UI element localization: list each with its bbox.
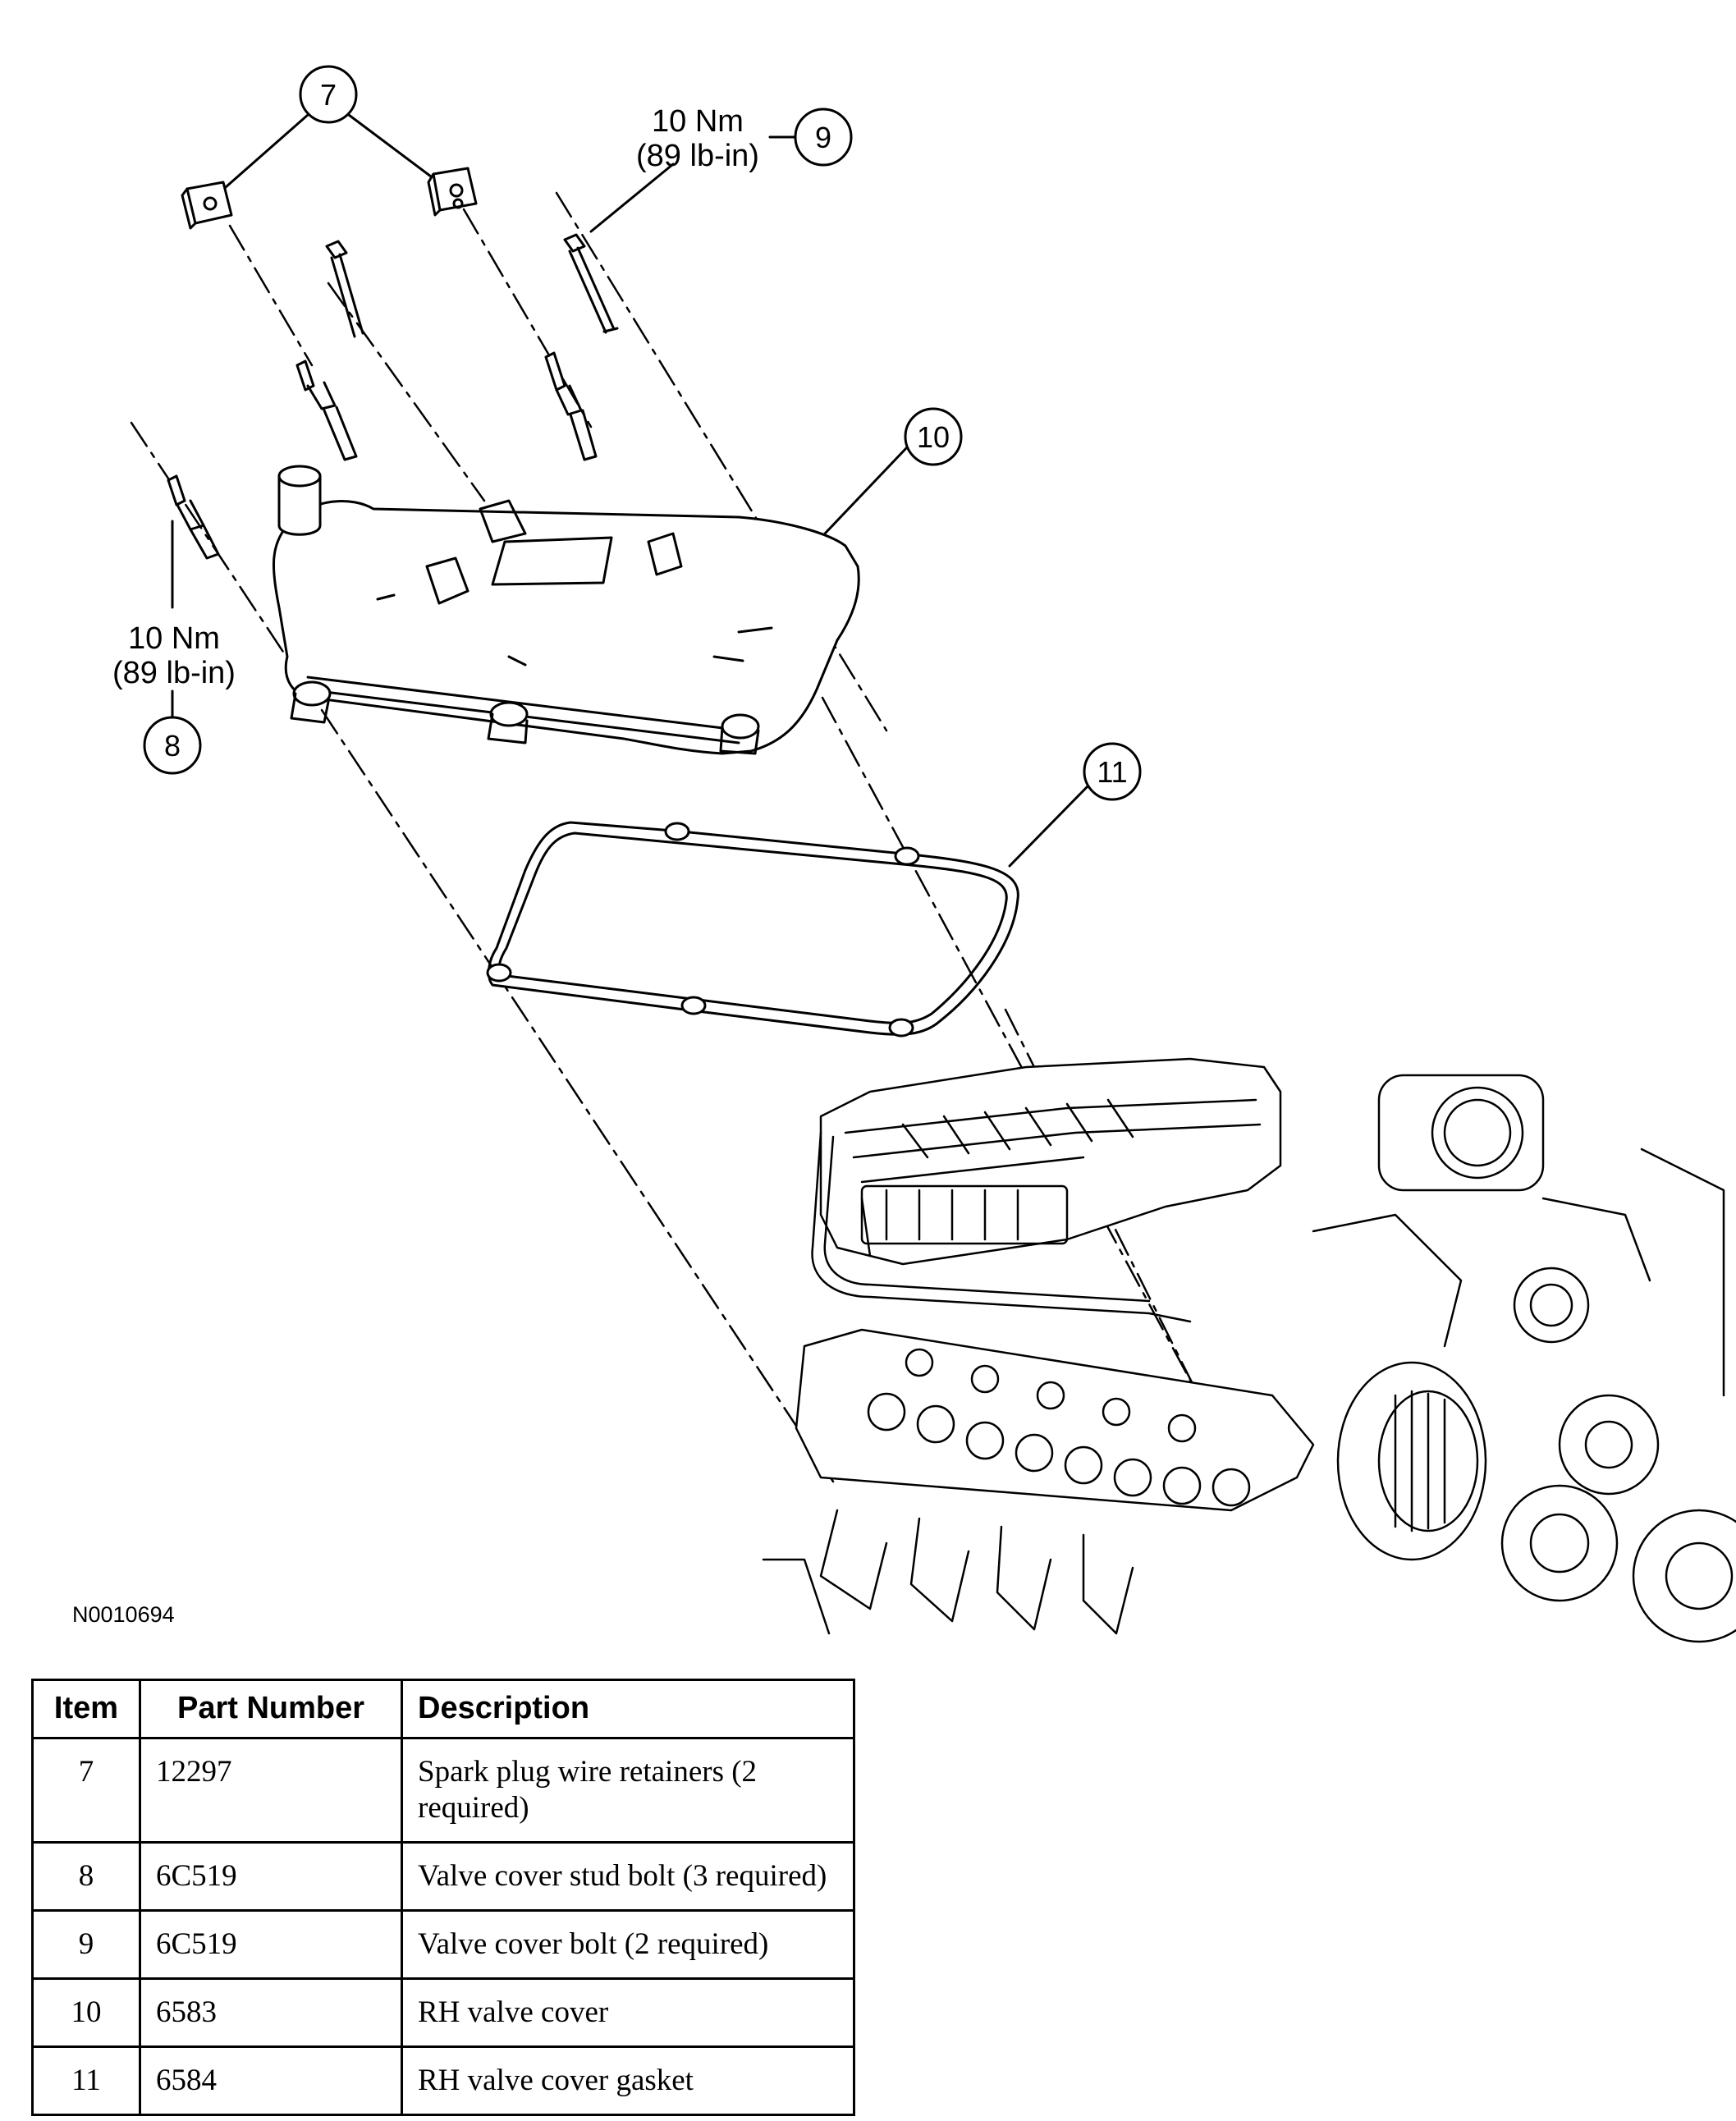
callout-8: 8 10 Nm (89 lb-in) [112, 520, 236, 775]
item-cell: 9 [31, 1909, 141, 1980]
callout-10-number: 10 [917, 420, 950, 454]
item-cell: 7 [31, 1737, 141, 1844]
description-cell: RH valve cover gasket [401, 2045, 855, 2116]
callout-7-number: 7 [320, 78, 337, 112]
callout-8-torque-nm: 10 Nm [128, 621, 220, 656]
table-row: 10 6583 RH valve cover [31, 1977, 855, 2048]
part-number-cell: 6583 [139, 1977, 403, 2048]
valve-cover-stud-bolt-3 [167, 474, 220, 560]
callout-7: 7 [224, 65, 433, 189]
description-cell: Spark plug wire retainers (2 required) [401, 1737, 855, 1844]
callout-9: 9 10 Nm (89 lb-in) [589, 104, 853, 233]
callout-8-number: 8 [164, 729, 181, 763]
callout-11: 11 [1008, 742, 1142, 868]
valve-cover-bolt-9-right [563, 233, 619, 334]
callout-9-number: 9 [815, 121, 831, 154]
callout-9-torque-nm: 10 Nm [652, 104, 744, 139]
table-header-row: Item Part Number Description [31, 1679, 855, 1739]
callout-11-number: 11 [1097, 755, 1127, 789]
spark-plug-wire-retainer-left [181, 181, 233, 230]
figure-reference-code: N0010694 [72, 1602, 175, 1627]
table-row: 8 6C519 Valve cover stud bolt (3 require… [31, 1841, 855, 1912]
item-cell: 11 [31, 2045, 141, 2116]
engine-assembly [762, 1057, 1736, 1643]
valve-cover-bolt-9-left [325, 240, 364, 338]
rh-valve-cover-gasket [486, 821, 1019, 1038]
exploded-view-diagram: 7 9 10 Nm (89 lb-in) 10 11 8 [112, 65, 1736, 1643]
part-number-cell: 6584 [139, 2045, 403, 2116]
column-header-description: Description [401, 1679, 855, 1739]
table-row: 9 6C519 Valve cover bolt (2 required) [31, 1909, 855, 1980]
assembly-lines [130, 191, 1200, 1483]
callout-10: 10 [823, 407, 963, 535]
table-row: 11 6584 RH valve cover gasket [31, 2045, 855, 2116]
description-cell: RH valve cover [401, 1977, 855, 2048]
rh-valve-cover [273, 465, 860, 755]
part-number-cell: 6C519 [139, 1909, 403, 1980]
valve-cover-stud-bolt-1 [295, 360, 358, 461]
spark-plug-wire-retainer-right [427, 167, 478, 217]
table-row: 7 12297 Spark plug wire retainers (2 req… [31, 1737, 855, 1844]
description-cell: Valve cover bolt (2 required) [401, 1909, 855, 1980]
valve-cover-stud-bolt-2 [544, 351, 598, 461]
part-number-cell: 6C519 [139, 1841, 403, 1912]
part-number-cell: 12297 [139, 1737, 403, 1844]
item-cell: 8 [31, 1841, 141, 1912]
callout-9-torque-lbin: (89 lb-in) [636, 139, 759, 173]
column-header-part-number: Part Number [139, 1679, 403, 1739]
callout-8-torque-lbin: (89 lb-in) [112, 656, 236, 690]
column-header-item: Item [31, 1679, 141, 1739]
parts-table: Item Part Number Description 7 12297 Spa… [31, 1679, 855, 2116]
description-cell: Valve cover stud bolt (3 required) [401, 1841, 855, 1912]
item-cell: 10 [31, 1977, 141, 2048]
